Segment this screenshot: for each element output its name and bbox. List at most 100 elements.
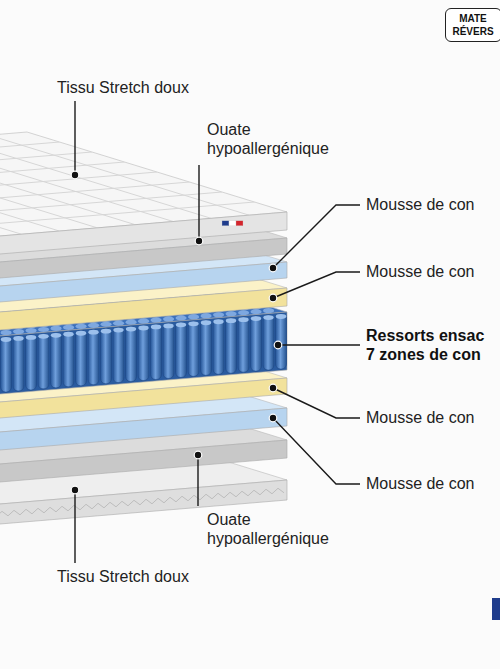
spring-coil	[263, 315, 274, 370]
leader-dot	[71, 171, 79, 179]
spring-top	[76, 331, 86, 336]
spring-coil	[88, 330, 99, 385]
layer-front-face	[0, 312, 287, 421]
spring-coil	[38, 334, 49, 389]
spring-top	[113, 328, 123, 333]
spring-top	[276, 314, 286, 319]
spring-top	[88, 323, 99, 328]
leader-line	[278, 344, 360, 345]
spring-coil	[113, 328, 124, 383]
spring-coil	[1, 337, 12, 392]
spring-top	[138, 319, 149, 324]
part-label: Tissu Stretch doux	[57, 567, 189, 586]
spring-top	[251, 316, 261, 321]
spring-top	[1, 337, 11, 342]
spring-top	[188, 321, 198, 326]
spring-top	[201, 313, 212, 318]
flag-stripe	[236, 221, 243, 226]
spring-top	[151, 317, 162, 322]
leader-line	[273, 272, 360, 298]
spring-coil	[76, 331, 87, 386]
spring-coil	[176, 322, 187, 377]
spring-top	[263, 308, 274, 313]
quilt-line	[0, 152, 92, 203]
spring-coil	[138, 326, 149, 381]
quilt-line	[0, 145, 135, 225]
label-text: Tissu Stretch doux	[57, 78, 189, 97]
part-label: Ouate hypoallergénique	[207, 510, 357, 548]
spring-top	[226, 318, 236, 323]
spring-top	[101, 322, 112, 327]
part-label: Mousse de con	[366, 408, 475, 427]
spring-top	[113, 321, 124, 326]
part-label: Mousse de con	[366, 474, 475, 493]
spring-top	[238, 317, 248, 322]
leader-line	[197, 455, 198, 506]
spring-coil	[226, 318, 237, 373]
quilt-line	[0, 148, 97, 228]
part-label: Tissu Stretch doux	[57, 78, 189, 97]
spring-coil	[63, 332, 74, 387]
spring-top	[13, 329, 24, 334]
spring-top	[213, 312, 224, 317]
spring-coil	[251, 316, 262, 371]
badge-box: MATE RÉVERS	[445, 8, 500, 42]
spring-coil	[163, 323, 174, 378]
leader-dot	[274, 341, 282, 349]
spring-coil	[151, 324, 162, 379]
leader-dots	[71, 171, 282, 494]
spring-top	[51, 326, 62, 331]
spring-top	[238, 310, 249, 315]
badge-text: MATE RÉVERS	[450, 12, 496, 38]
leader-dot	[195, 237, 203, 245]
part-label: Ouate hypoallergénique	[207, 120, 357, 158]
leader-dot	[194, 451, 202, 459]
label-text: Ressorts ensac 7 zones de con	[366, 326, 490, 364]
part-label: Ressorts ensac 7 zones de con	[366, 326, 490, 364]
spring-top	[26, 335, 36, 340]
spring-top	[201, 320, 211, 325]
spring-top	[213, 319, 223, 324]
spring-coil	[238, 317, 249, 372]
spring-top	[263, 315, 273, 320]
spring-top	[151, 325, 161, 330]
leader-line	[273, 418, 360, 484]
spring-top	[51, 333, 61, 338]
leader-line	[74, 101, 75, 175]
leader-dot	[71, 486, 79, 494]
spring-coil	[26, 335, 37, 390]
spring-coil	[188, 321, 199, 376]
leader-dot	[269, 414, 277, 422]
spring-top	[101, 329, 111, 334]
flag-stripe	[222, 221, 229, 226]
leader-dot	[269, 384, 277, 392]
leader-line	[198, 165, 199, 241]
edge-mark	[492, 598, 500, 620]
spring-coil	[51, 333, 62, 388]
spring-top	[176, 315, 187, 320]
label-text: Mousse de con	[366, 195, 475, 214]
layer-front-face	[0, 212, 287, 281]
spring-top	[163, 324, 173, 329]
spring-top	[38, 327, 49, 332]
spring-coil	[201, 320, 212, 375]
spring-top	[38, 334, 48, 339]
spring-top	[63, 325, 74, 330]
layer-front-face	[0, 408, 287, 477]
spring-top	[138, 326, 148, 331]
quilt-line	[0, 154, 21, 234]
leader-dot	[269, 264, 277, 272]
label-text: Mousse de con	[366, 474, 475, 493]
leader-lines	[71, 101, 360, 563]
spring-top	[13, 336, 23, 341]
mattress-layers	[0, 132, 287, 551]
spring-coil	[213, 319, 224, 374]
leader-line	[273, 205, 360, 268]
label-text: Mousse de con	[366, 262, 475, 281]
spring-top	[251, 309, 262, 314]
leader-dot	[269, 294, 277, 302]
flag-stripe	[229, 221, 236, 226]
spring-top	[163, 316, 174, 321]
label-text: Ouate hypoallergénique	[207, 120, 357, 158]
label-text: Mousse de con	[366, 408, 475, 427]
